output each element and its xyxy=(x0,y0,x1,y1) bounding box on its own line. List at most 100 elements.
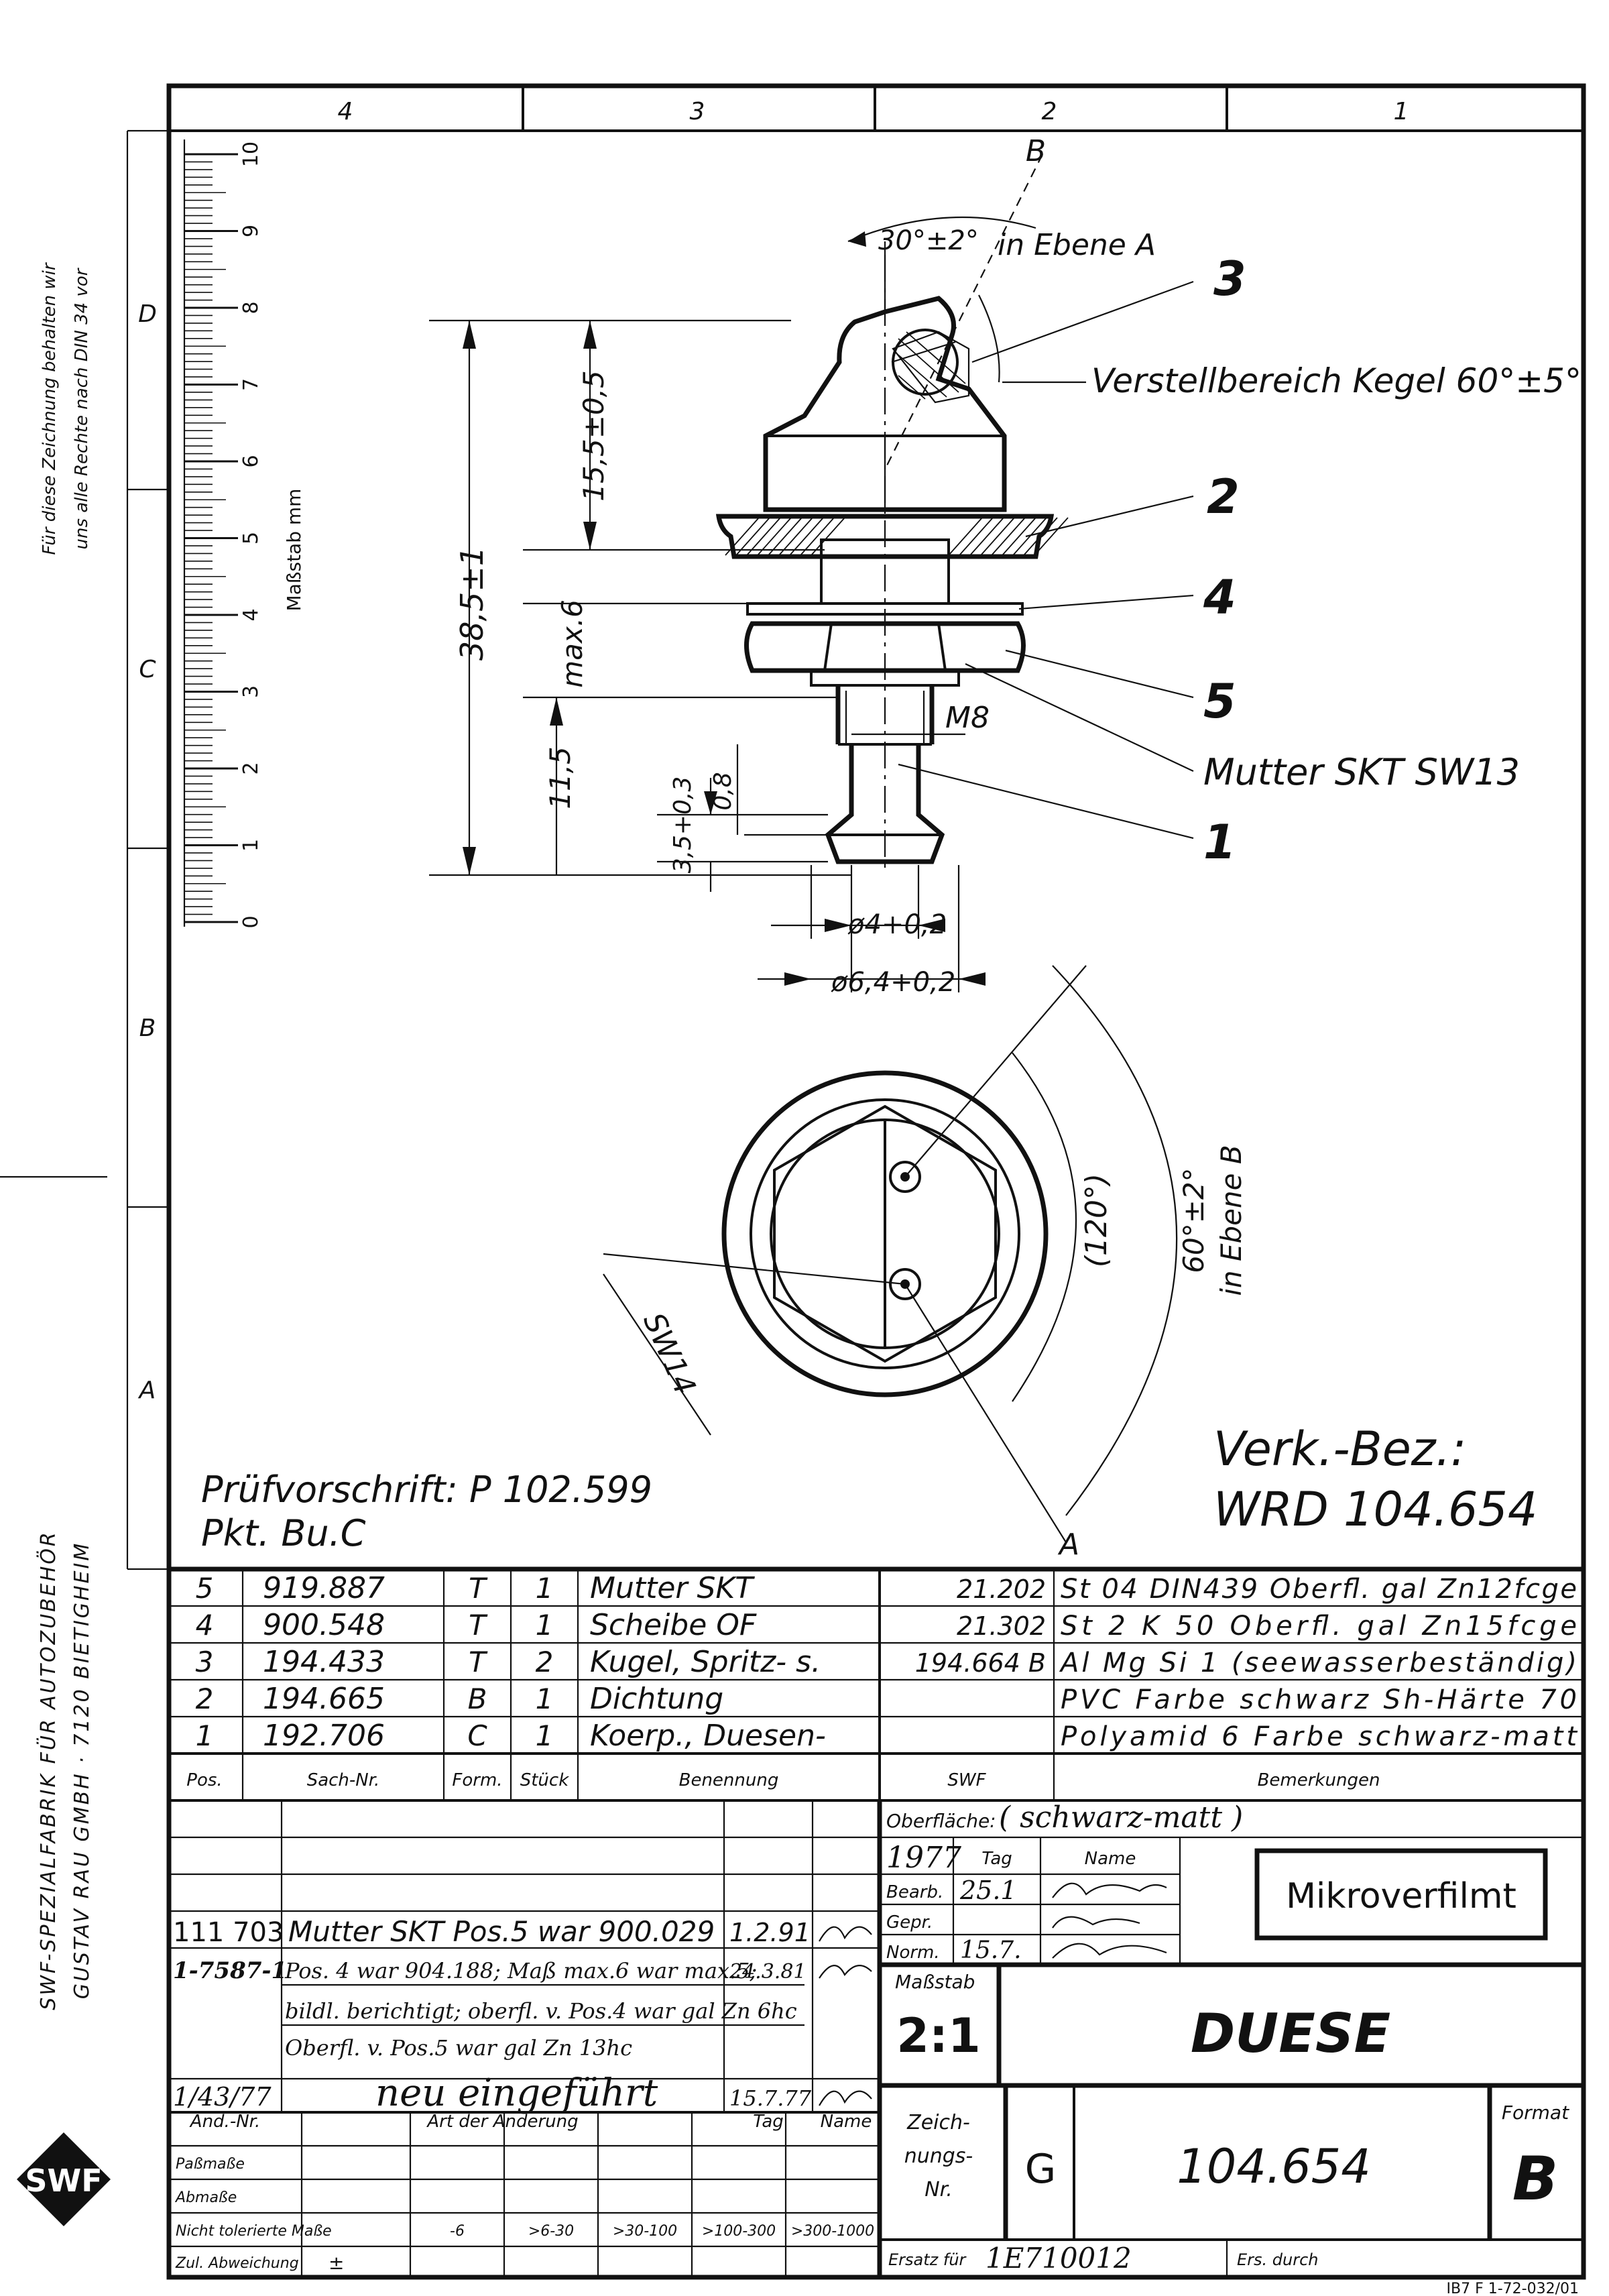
parts-header-swf: SWF xyxy=(947,1770,986,1790)
adjust-range-label: Verstellbereich Kegel 60°±5° xyxy=(1091,361,1582,400)
drawing-no-label-3: Nr. xyxy=(925,2178,953,2201)
ruler-number: 3 xyxy=(239,685,263,698)
rev-header-aend-nr: Änd.-Nr. xyxy=(189,2110,260,2132)
scale-ruler xyxy=(183,139,238,927)
balloon-1: 1 xyxy=(1203,815,1236,870)
tol-row-zul-abweichung: Zul. Abweichung xyxy=(175,2255,299,2272)
rev-3-text: neu eingeführt xyxy=(375,2071,658,2115)
column-label-2: 2 xyxy=(1042,98,1057,125)
ruler-label: Maßstab mm xyxy=(283,489,305,612)
dim-shank: 11,5 xyxy=(544,746,577,809)
trade-name-line-1: Verk.-Bez.: xyxy=(1213,1422,1466,1477)
tol-range: -6 xyxy=(450,2223,465,2240)
title-block-grid xyxy=(169,1800,1584,2277)
parts-header-qty: Stück xyxy=(520,1770,569,1790)
scale-label: Maßstab xyxy=(895,1971,975,1993)
parts-cell-pos: 2 xyxy=(196,1682,214,1715)
footer-code: IB7 F 1-72-032/01 xyxy=(1447,2281,1579,2296)
rev-2-nr: 1-7587-1 xyxy=(173,1957,287,1984)
ruler-number: 0 xyxy=(239,915,263,928)
dim-tip-small: 0,8 xyxy=(709,772,737,810)
swf-logo-text: SWF xyxy=(25,2163,102,2199)
trade-name-line-2: WRD 104.654 xyxy=(1213,1482,1537,1537)
drawing-no-label-1: Zeich- xyxy=(906,2111,970,2134)
parts-cell-qty: 2 xyxy=(536,1646,554,1678)
parts-cell-rem: St 2 K 50 Oberfl. gal Zn15fcge xyxy=(1061,1611,1577,1642)
dim-overall: 38,5±1 xyxy=(454,547,490,661)
dia-outer-label: ø6,4+0,2 xyxy=(831,967,955,998)
column-label-4: 4 xyxy=(338,98,353,125)
parts-cell-nr: 194.665 xyxy=(263,1682,385,1716)
rev-2-text-line-3: Oberfl. v. Pos.5 war gal Zn 13hc xyxy=(285,2035,632,2061)
thread-label: M8 xyxy=(945,701,990,735)
test-spec-line-2: Pkt. Bu.C xyxy=(201,1512,366,1554)
row-label-a: A xyxy=(138,1377,156,1404)
tol-row-abmasse: Abmaße xyxy=(174,2189,237,2206)
row-label-b: B xyxy=(139,1015,156,1042)
rights-note-line-1: Für diese Zeichnung behalten wir xyxy=(40,262,60,555)
column-label-3: 3 xyxy=(690,98,705,125)
parts-cell-name: Scheibe OF xyxy=(590,1608,757,1642)
norm-label: Norm. xyxy=(886,1943,940,1963)
nozzle-top-view xyxy=(603,965,1178,1543)
format-label: Format xyxy=(1502,2102,1569,2124)
tag-label: Tag xyxy=(981,1849,1012,1869)
format-value: B xyxy=(1512,2144,1559,2214)
parts-cell-pos: 5 xyxy=(196,1572,214,1605)
ruler-number: 1 xyxy=(239,839,263,852)
rev-2-text: Pos. 4 war 904.188; Maß max.6 war max.5; xyxy=(284,1958,757,1984)
parts-cell-name: Kugel, Spritz- s. xyxy=(590,1645,821,1679)
drawing-frame xyxy=(126,83,1586,2280)
rev-1-date: 1.2.91 xyxy=(729,1918,811,1947)
surface-value: ( schwarz-matt ) xyxy=(999,1800,1243,1835)
rev-header-art: Art der Änderung xyxy=(426,2110,578,2132)
rev-2-date: 24.3.81 xyxy=(729,1960,807,1984)
parts-cell-name: Koerp., Duesen- xyxy=(590,1719,826,1753)
tol-plusminus: ± xyxy=(329,2252,344,2274)
parts-header-nr: Sach-Nr. xyxy=(307,1770,380,1790)
rev-header-tag: Tag xyxy=(753,2112,784,2132)
parts-cell-nr: 900.548 xyxy=(263,1608,385,1642)
row-label-d: D xyxy=(138,300,157,328)
parts-header-remarks: Bemerkungen xyxy=(1258,1770,1380,1790)
parts-header-name: Benennung xyxy=(679,1770,779,1790)
ruler-number: 7 xyxy=(239,378,263,391)
replaced-by-label: Ers. durch xyxy=(1237,2250,1319,2269)
surface-label: Oberfläche: xyxy=(886,1810,996,1832)
angle-view-label: (120°) xyxy=(1079,1173,1114,1267)
ruler-number: 8 xyxy=(239,301,263,314)
parts-header-form: Form. xyxy=(452,1770,502,1790)
ruler-number: 10 xyxy=(239,141,263,167)
rev-3-nr: 1/43/77 xyxy=(173,2082,272,2112)
drawing-title: DUESE xyxy=(1191,2002,1390,2065)
balloon-2: 2 xyxy=(1207,469,1240,524)
microfilm-stamp: Mikroverfilmt xyxy=(1286,1876,1516,1916)
tol-range: >300-1000 xyxy=(791,2223,874,2240)
balloon-4: 4 xyxy=(1203,570,1236,625)
drawing-number: 104.654 xyxy=(1177,2139,1370,2194)
tol-row-nicht-toleriert: Nicht tolerierte Maße xyxy=(176,2223,332,2240)
parts-cell-rem: Al Mg Si 1 (seewasserbeständig) xyxy=(1059,1648,1577,1678)
ruler-number: 9 xyxy=(239,225,263,237)
swf-logo: SWF xyxy=(17,2132,111,2226)
parts-cell-qty: 1 xyxy=(536,1682,554,1715)
dia-inner-label: ø4+0,2 xyxy=(847,909,947,940)
replacement-value: 1E710012 xyxy=(986,2242,1132,2275)
ruler-number: 4 xyxy=(239,608,263,621)
column-label-1: 1 xyxy=(1394,98,1409,125)
parts-cell-swf: 21.302 xyxy=(957,1611,1046,1641)
parts-cell-rem: St 04 DIN439 Oberfl. gal Zn12fcge xyxy=(1061,1574,1577,1605)
tol-range: >30-100 xyxy=(613,2223,677,2240)
rev-3-date: 15.7.77 xyxy=(729,2085,812,2111)
row-label-c: C xyxy=(139,656,156,683)
parts-cell-nr: 919.887 xyxy=(263,1571,385,1605)
ruler-number: 6 xyxy=(239,455,263,467)
parts-cell-form: T xyxy=(469,1609,488,1642)
parts-cell-swf: 21.202 xyxy=(957,1574,1046,1604)
ruler-number: 5 xyxy=(239,532,263,544)
section-mark-bottom: A xyxy=(1057,1528,1079,1562)
dim-max: max.6 xyxy=(556,599,589,688)
gepr-label: Gepr. xyxy=(886,1912,933,1933)
scale-value: 2:1 xyxy=(896,2008,980,2063)
